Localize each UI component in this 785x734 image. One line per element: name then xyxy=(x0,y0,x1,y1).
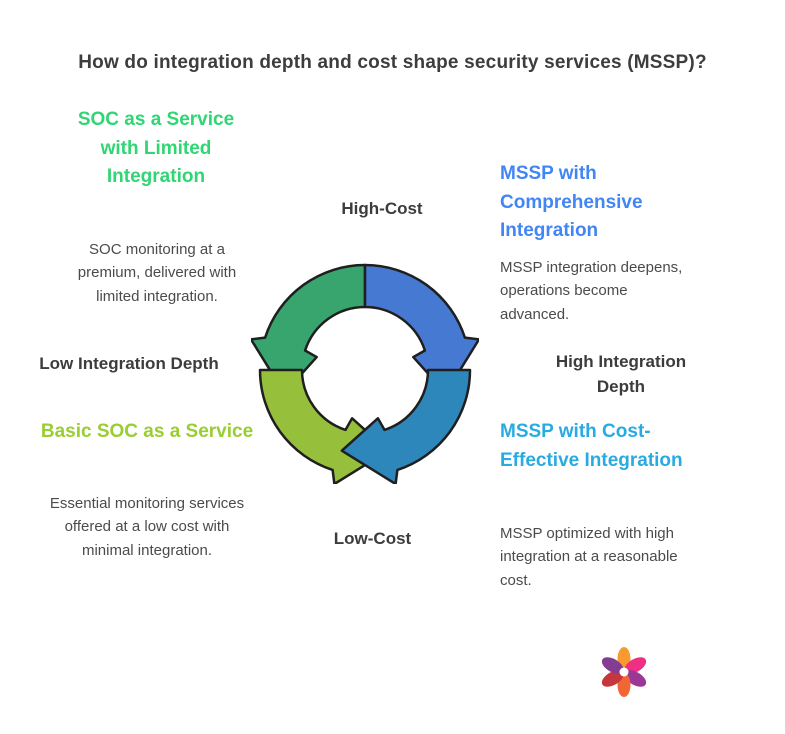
arrow-top-left xyxy=(251,263,367,395)
diagram-title: How do integration depth and cost shape … xyxy=(78,52,707,73)
quadrant-top-right-heading: MSSP with Comprehensive Integration xyxy=(500,163,643,241)
quadrant-top-left-description: SOC monitoring at a premium, delivered w… xyxy=(77,241,237,305)
quadrant-bottom-right-description: MSSP optimized with high integration at … xyxy=(500,525,678,589)
logo-center xyxy=(619,667,629,677)
quadrant-top-left-heading: SOC as a Service with Limited Integratio… xyxy=(77,109,235,187)
circular-arrows-cycle-icon xyxy=(251,263,479,484)
logo-petal xyxy=(601,657,624,674)
arrow-top-right xyxy=(363,263,479,395)
arrow-bottom-right xyxy=(340,368,472,484)
axis-label-high-integration: High Integration Depth xyxy=(555,352,687,396)
axis-label-high-cost: High-Cost xyxy=(341,199,423,218)
pinwheel-flower-logo-icon xyxy=(601,647,647,697)
quadrant-bottom-right-heading: MSSP with Cost-Effective Integration xyxy=(500,421,683,471)
quadrant-bottom-left-description: Essential monitoring services offered at… xyxy=(49,495,245,559)
logo-petal xyxy=(601,670,624,687)
axis-label-low-integration: Low Integration Depth xyxy=(39,354,219,373)
quadrant-bottom-left-heading: Basic SOC as a Service xyxy=(40,421,254,442)
quadrant-top-right-description: MSSP integration deepens, operations bec… xyxy=(500,259,683,323)
logo-petal xyxy=(624,657,647,674)
axis-label-low-cost: Low-Cost xyxy=(333,529,412,548)
cycle-arrows-group xyxy=(251,263,479,484)
